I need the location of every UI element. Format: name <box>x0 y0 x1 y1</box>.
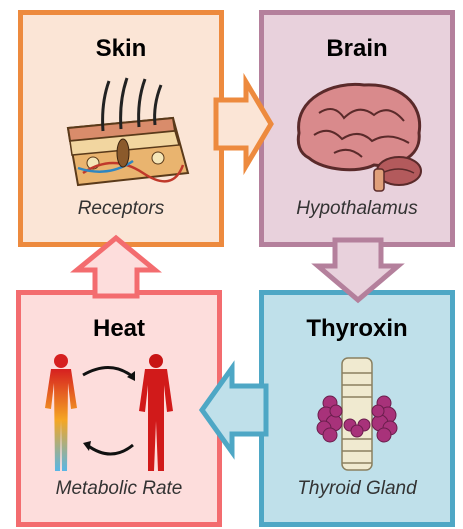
brain-box: Brain Hypothalamus <box>259 10 455 247</box>
skin-caption: Receptors <box>23 198 219 220</box>
thyroxin-caption: Thyroid Gland <box>264 478 450 500</box>
heat-title: Heat <box>21 315 217 343</box>
thyroxin-box: Thyroxin Thyroid Gland <box>259 290 455 527</box>
thyroxin-title: Thyroxin <box>264 315 450 343</box>
hot-body-figure <box>139 354 173 471</box>
brain-icon <box>264 73 450 193</box>
heat-caption: Metabolic Rate <box>21 478 217 500</box>
body-heat-icon <box>21 353 217 473</box>
heat-box: Heat Metabolic Rate <box>16 290 222 527</box>
thyroid-gland-icon <box>264 353 450 473</box>
skin-cross-section-icon <box>23 73 219 193</box>
brain-caption: Hypothalamus <box>264 198 450 220</box>
skin-box: Skin Receptors <box>18 10 224 247</box>
brain-title: Brain <box>264 35 450 63</box>
cool-body-figure <box>45 354 77 471</box>
skin-title: Skin <box>23 35 219 63</box>
